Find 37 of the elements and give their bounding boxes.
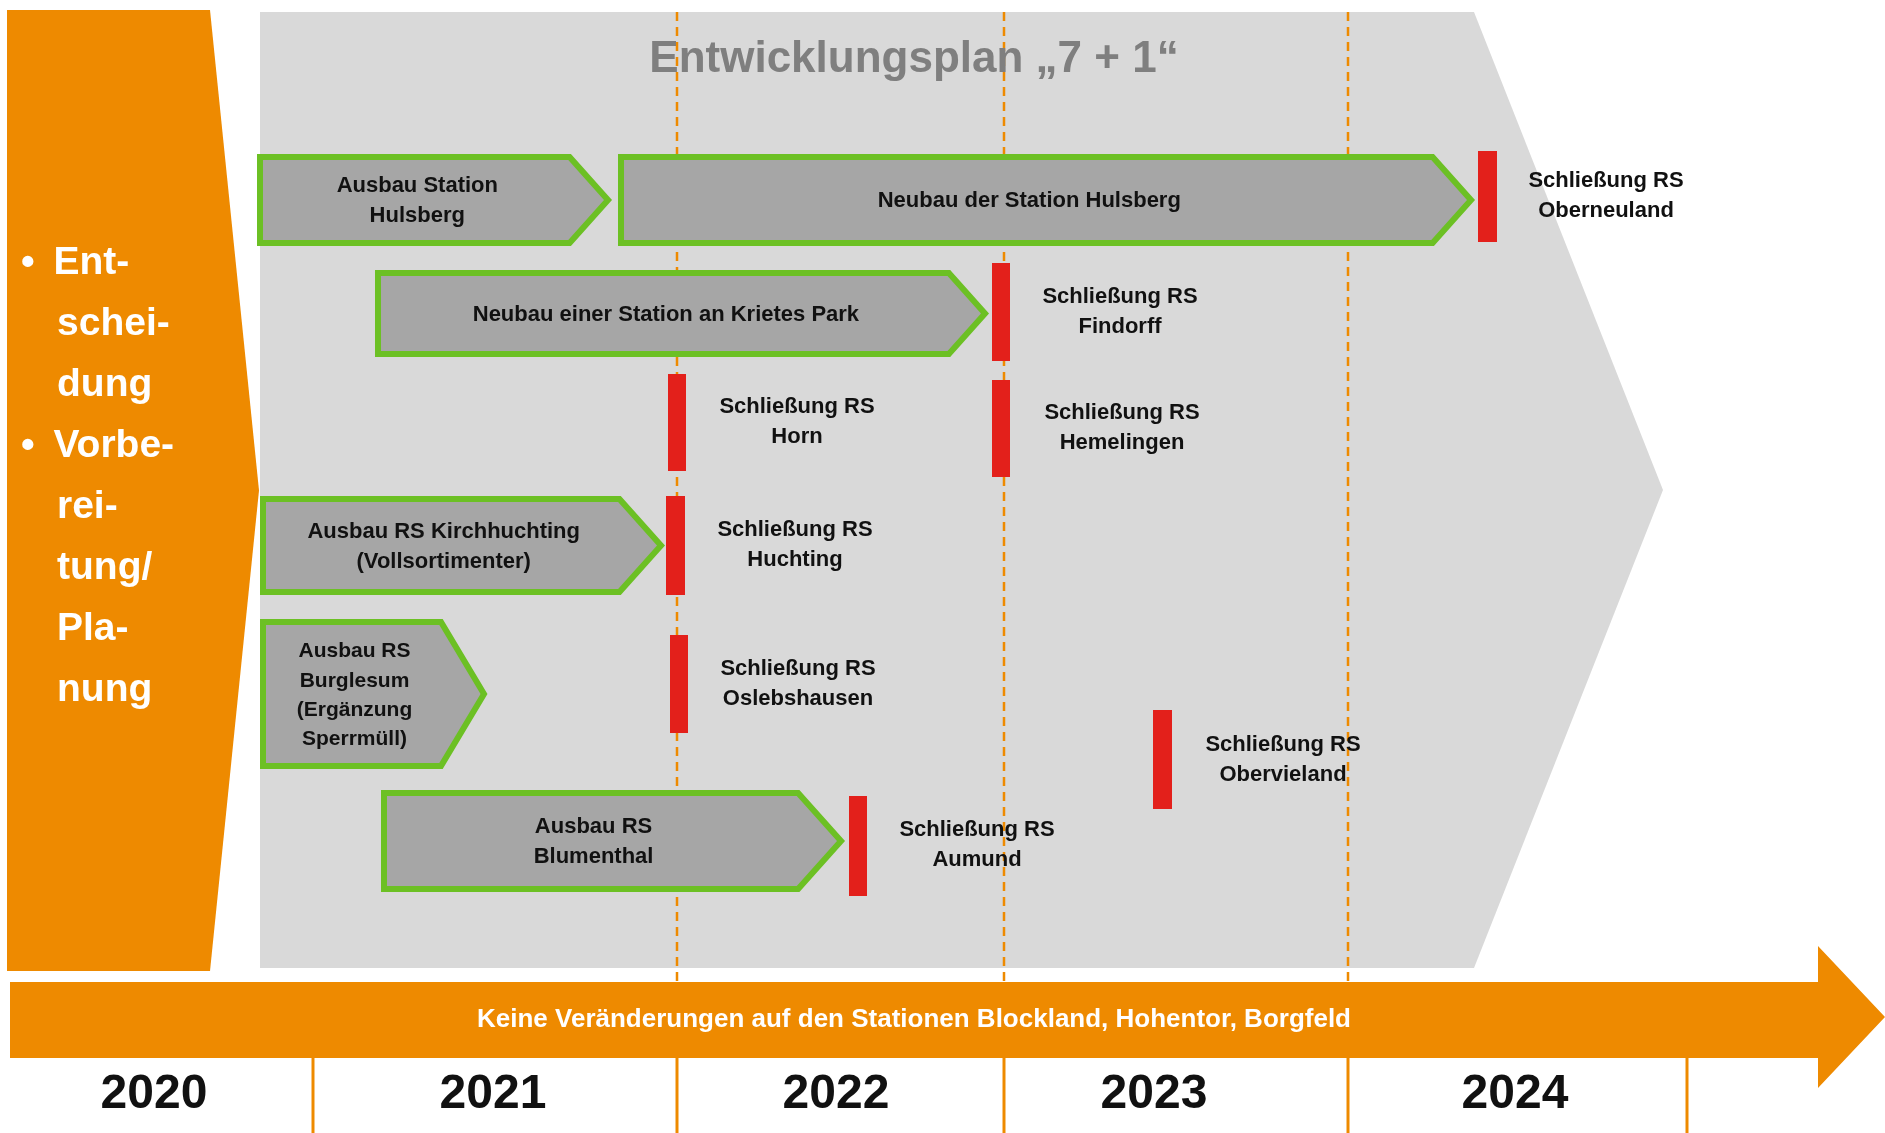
step-label: Neubau einer Station an Krietes Park [472,299,860,328]
closure-label: Schließung RS Horn [718,392,876,450]
process-step [260,496,664,595]
year-label: 2022 [781,1064,891,1119]
process-step [260,619,487,769]
step-label: Ausbau Station Hulsberg [335,171,499,229]
closure-bar [849,796,867,896]
closure-bar [1153,710,1172,809]
process-step [375,270,988,357]
bullet-item: • Vorbe- rei- tung/ Pla- nung [21,421,176,711]
arrow-label: Keine Veränderungen auf den Stationen Blockland, Hohentor, Borgfeld [476,1002,1352,1034]
bullet-item: • Ent- schei- dung [21,238,171,406]
closure-label: Schließung RS Oslebshausen [719,654,877,712]
step-label: Ausbau RS Burglesum (Ergänzung Sperrmüll) [295,637,414,752]
process-step [257,154,611,246]
closure-bar [670,635,688,733]
step-label: Neubau der Station Hulsberg [877,186,1181,215]
closure-bar [1478,151,1497,242]
plan-title: Entwicklungsplan „7 + 1“ [648,32,1180,82]
closure-bar [992,263,1010,361]
year-label: 2023 [1099,1064,1209,1119]
year-label: 2024 [1460,1064,1570,1119]
step-label: Ausbau RS Kirchhuchting (Vollsortimenter) [306,516,581,575]
closure-bar [666,496,685,595]
closure-label: Schließung RS Oberneuland [1527,166,1685,224]
closure-label: Schließung RS Obervieland [1204,730,1362,788]
closure-bar [668,374,686,471]
step-label: Ausbau RS Blumenthal [532,812,655,870]
closure-label: Schließung RS Aumund [898,815,1056,873]
closure-label: Schließung RS Hemelingen [1043,398,1201,456]
year-label: 2021 [438,1064,548,1119]
process-step [618,154,1474,246]
year-label: 2020 [99,1064,209,1119]
process-step [381,790,844,892]
closure-label: Schließung RS Huchting [716,515,874,573]
closure-bar [992,380,1010,477]
closure-label: Schließung RS Findorff [1041,282,1199,340]
